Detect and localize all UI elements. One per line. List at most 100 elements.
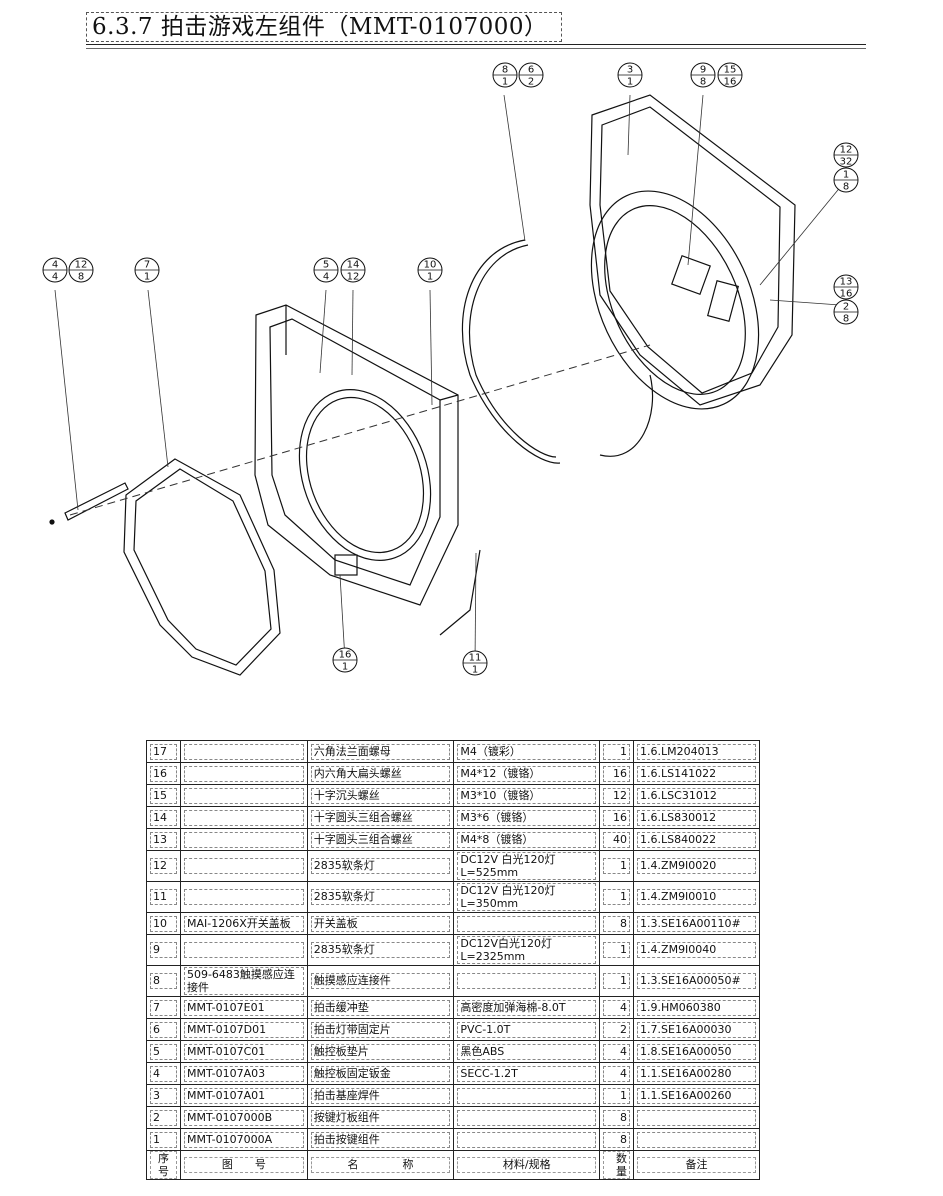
callout-quantity: 8	[843, 314, 849, 325]
drawing-number-text: MMT-0107A03	[183, 1065, 304, 1082]
remark-code-text: 1.3.SE16A00110#	[637, 915, 756, 932]
callout-quantity: 1	[502, 77, 508, 88]
cell-quantity: 12	[599, 784, 635, 807]
cell-quantity: 16	[599, 762, 635, 785]
cell-part-name: 十字沉头螺丝	[306, 784, 455, 807]
drawing-number-text: MAI-1206X开关盖板	[183, 915, 304, 932]
cell-material-spec	[453, 965, 601, 997]
material-spec-text	[457, 1087, 597, 1104]
drawing-number-text: MMT-0107A01	[183, 1087, 304, 1104]
drawing-number-text	[183, 809, 304, 826]
cell-remark-code: 1.1.SE16A00280	[633, 1062, 760, 1085]
part-name-text: 名 称	[310, 1157, 451, 1173]
remark-code-text: 1.4.ZM9I0040	[637, 942, 756, 958]
remark-code-text: 1.6.LS840022	[637, 831, 756, 848]
cell-drawing-number	[179, 934, 308, 966]
row-number-text: 1	[150, 1131, 177, 1148]
drawing-number-text	[183, 942, 304, 958]
material-spec-text	[457, 915, 597, 932]
cell-part-name: 2835软条灯	[306, 881, 455, 913]
cell-part-name: 内六角大扁头螺丝	[306, 762, 455, 785]
part-name-text: 触控板垫片	[310, 1043, 451, 1060]
cell-drawing-number: MMT-0107A01	[179, 1084, 308, 1107]
cell-quantity: 1	[599, 1084, 635, 1107]
cell-drawing-number	[179, 828, 308, 851]
material-spec-text: PVC-1.0T	[457, 1021, 597, 1038]
drawing-number-text: MMT-0107C01	[183, 1043, 304, 1060]
cell-row-number: 8	[146, 965, 181, 997]
cell-row-number: 15	[146, 784, 181, 807]
row-number-text: 12	[150, 858, 177, 874]
row-number-text: 14	[150, 809, 177, 826]
cell-quantity: 8	[599, 912, 635, 935]
cell-drawing-number	[179, 881, 308, 913]
cell-quantity: 1	[599, 740, 635, 763]
remark-code-text: 1.6.LS141022	[637, 765, 756, 782]
remark-code-text: 1.6.LM204013	[637, 743, 756, 760]
cell-row-number: 13	[146, 828, 181, 851]
cell-row-number: 14	[146, 806, 181, 829]
row-number-text: 8	[150, 973, 177, 989]
left-frame-part	[254, 304, 459, 606]
title-underline-thin	[86, 48, 866, 49]
cell-drawing-number: MAI-1206X开关盖板	[179, 912, 308, 935]
header-part-name: 名 称	[306, 1150, 455, 1180]
cell-remark-code: 1.4.ZM9I0010	[633, 881, 760, 913]
cell-remark-code: 1.3.SE16A00050#	[633, 965, 760, 997]
callout-balloon: 44	[42, 257, 68, 283]
quantity-text: 4	[603, 1043, 631, 1060]
cell-drawing-number: MMT-0107A03	[179, 1062, 308, 1085]
callout-item-number: 6	[528, 65, 534, 76]
drawing-number-text	[183, 858, 304, 874]
callout-balloon: 111	[462, 650, 488, 676]
material-spec-text: 材料/规格	[457, 1157, 597, 1173]
cell-quantity: 16	[599, 806, 635, 829]
cell-row-number: 10	[146, 912, 181, 935]
cell-remark-code: 1.7.SE16A00030	[633, 1018, 760, 1041]
cell-part-name: 拍击灯带固定片	[306, 1018, 455, 1041]
callout-quantity: 8	[843, 182, 849, 193]
callout-balloon: 71	[134, 257, 160, 283]
row-number-text: 17	[150, 743, 177, 760]
remark-code-text: 1.6.LS830012	[637, 809, 756, 826]
callout-balloon: 31	[617, 62, 643, 88]
callout-balloon: 98	[690, 62, 716, 88]
cell-remark-code: 1.6.LS830012	[633, 806, 760, 829]
table-header-row: 序号图 号名 称材料/规格数量备注	[146, 1150, 760, 1180]
quantity-text: 1	[603, 942, 631, 958]
cell-row-number: 6	[146, 1018, 181, 1041]
cell-part-name: 六角法兰面螺母	[306, 740, 455, 763]
cell-drawing-number: MMT-0107E01	[179, 996, 308, 1019]
callout-quantity: 2	[528, 77, 534, 88]
cell-quantity: 4	[599, 1040, 635, 1063]
callout-quantity: 16	[840, 289, 853, 300]
cell-drawing-number: MMT-0107000A	[179, 1128, 308, 1151]
remark-code-text: 1.1.SE16A00260	[637, 1087, 756, 1104]
part-name-text: 十字圆头三组合螺丝	[310, 831, 451, 848]
cell-remark-code: 1.6.LS840022	[633, 828, 760, 851]
cell-remark-code	[633, 1106, 760, 1129]
callout-quantity: 1	[427, 272, 433, 283]
cell-part-name: 开关盖板	[306, 912, 455, 935]
callout-balloon: 101	[417, 257, 443, 283]
quantity-text: 8	[603, 915, 631, 932]
cell-drawing-number: MMT-0107000B	[179, 1106, 308, 1129]
callout-balloon: 54	[313, 257, 339, 283]
header-quantity: 数量	[599, 1150, 635, 1180]
quantity-text: 4	[603, 999, 631, 1016]
row-number-text: 序号	[150, 1151, 177, 1179]
cell-material-spec: M4*12（镀铬）	[453, 762, 601, 785]
callout-balloon: 81	[492, 62, 518, 88]
cell-row-number: 2	[146, 1106, 181, 1129]
callout-quantity: 1	[627, 77, 633, 88]
